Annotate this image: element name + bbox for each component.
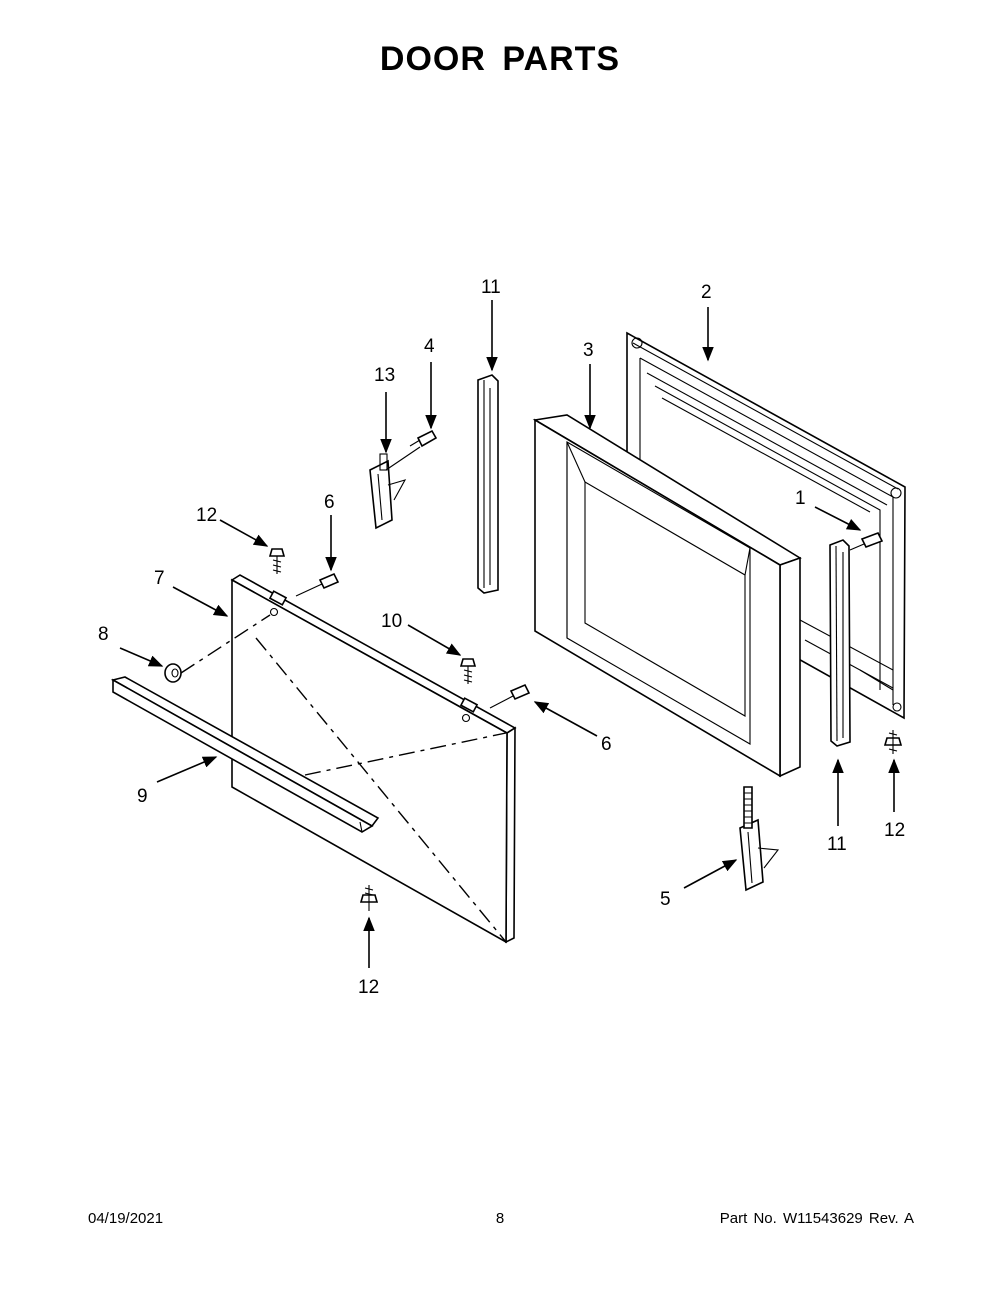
footer-page-number: 8 bbox=[495, 1210, 505, 1227]
callout-1: 1 bbox=[795, 488, 806, 509]
footer-date: 04/19/2021 bbox=[88, 1210, 164, 1227]
callout-10: 10 bbox=[381, 611, 402, 632]
screw-part-12-bottom bbox=[359, 885, 379, 911]
hinge-lower bbox=[739, 786, 780, 892]
door-frame bbox=[532, 414, 802, 778]
screw-part-10 bbox=[459, 658, 477, 684]
callout-3: 3 bbox=[583, 340, 594, 361]
callout-9: 9 bbox=[137, 786, 148, 807]
screw-part-6-upper bbox=[295, 572, 340, 597]
screw-part-12-right bbox=[883, 730, 903, 754]
screw-part-6-lower bbox=[489, 683, 531, 709]
callout-12-top: 12 bbox=[196, 505, 217, 526]
callout-2: 2 bbox=[701, 282, 712, 303]
screw-part-4 bbox=[409, 429, 438, 448]
leader-lines bbox=[119, 300, 900, 968]
callout-5: 5 bbox=[660, 889, 671, 910]
page-title: DOOR PARTS bbox=[379, 40, 621, 78]
callout-13: 13 bbox=[374, 365, 395, 386]
callout-6-lower: 6 bbox=[601, 734, 612, 755]
callout-11-lower: 11 bbox=[827, 834, 847, 855]
callout-4: 4 bbox=[424, 336, 435, 357]
callout-12-bottom: 12 bbox=[358, 977, 379, 998]
side-trim-upper bbox=[477, 374, 499, 594]
callout-12-right: 12 bbox=[884, 820, 905, 841]
callout-7: 7 bbox=[154, 568, 165, 589]
footer-part-number: Part No. W11543629 Rev. A bbox=[719, 1210, 914, 1227]
outer-door-panel bbox=[230, 574, 517, 944]
callout-6-upper: 6 bbox=[324, 492, 335, 513]
hinge-upper bbox=[369, 446, 421, 530]
spacer bbox=[164, 614, 271, 683]
door-handle-trim bbox=[110, 676, 380, 833]
screw-part-1 bbox=[849, 531, 884, 551]
callout-11-upper: 11 bbox=[481, 277, 501, 298]
screw-part-12-top bbox=[268, 548, 286, 574]
callout-8: 8 bbox=[98, 624, 109, 645]
side-trim-lower bbox=[829, 539, 851, 747]
